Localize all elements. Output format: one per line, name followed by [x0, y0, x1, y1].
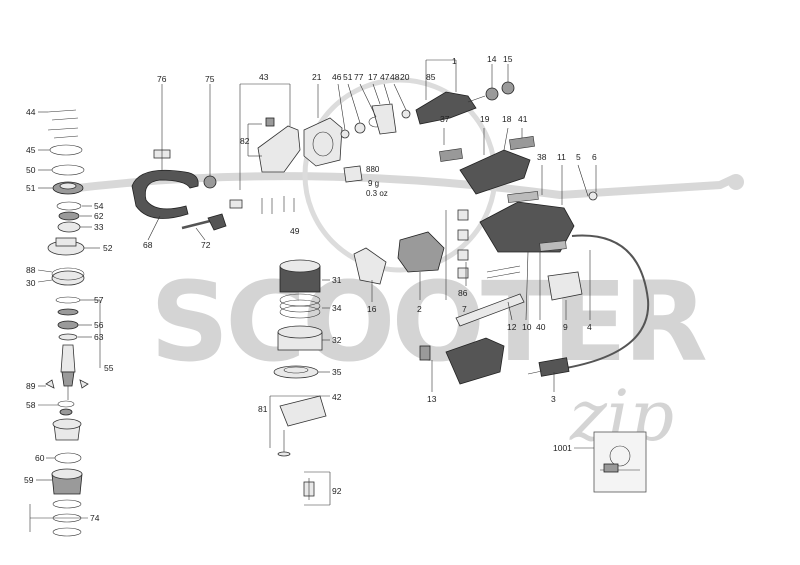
callout-label: 11 [557, 152, 566, 162]
callout-label: 75 [205, 74, 215, 84]
callout-label: 9 [563, 322, 568, 332]
callout-label: 10 [522, 322, 532, 332]
callout-label: 54 [94, 201, 104, 211]
callout-label: 50 [26, 165, 36, 175]
callout-label: 51 [26, 183, 36, 193]
callout-label: 31 [332, 275, 342, 285]
handle-assembly [131, 142, 243, 231]
callout-label: 57 [94, 295, 104, 305]
callout-label: 19 [480, 114, 490, 124]
detail-inset [593, 431, 647, 493]
callout-label: 63 [94, 332, 104, 342]
callout-label: 42 [332, 392, 342, 402]
callout-label: 34 [332, 303, 342, 313]
callout-label: 43 [259, 72, 269, 82]
watermark-brand: SCOOTER [150, 258, 706, 386]
callout-label: 81 [258, 404, 268, 414]
callout-label: 38 [537, 152, 547, 162]
callout-label: 58 [26, 400, 36, 410]
callout-label: 72 [201, 240, 211, 250]
callout-label: 49 [290, 226, 300, 236]
leader-lines [29, 59, 597, 532]
callout-label: 7 [462, 304, 467, 314]
callout-label: 46 [332, 72, 342, 82]
callout-label: 1001 [553, 443, 572, 453]
spindle-assembly [45, 109, 89, 537]
motor-assembly [353, 136, 650, 385]
callout-label: 2 [417, 304, 422, 314]
callout-label: 18 [502, 114, 512, 124]
callout-label: 52 [103, 243, 113, 253]
callout-label: 77 [354, 72, 364, 82]
callout-label: 17 [368, 72, 378, 82]
callout-label: 74 [90, 513, 100, 523]
callout-label: 14 [487, 54, 497, 64]
callout-label: 51 [343, 72, 353, 82]
callout-label: 5 [576, 152, 581, 162]
callout-label: 1 [452, 56, 457, 66]
callout-label: 32 [332, 335, 342, 345]
callout-label: 89 [26, 381, 36, 391]
callout-label: 88 [26, 265, 36, 275]
weight-note-code: 880 [366, 165, 380, 174]
callout-label: 55 [104, 363, 114, 373]
callout-label: 21 [312, 72, 322, 82]
gear-housing-assembly [257, 81, 515, 214]
backing-pad-assembly [273, 259, 327, 500]
callout-label: 44 [26, 107, 36, 117]
callout-label: 37 [440, 114, 450, 124]
callout-label: 16 [367, 304, 377, 314]
callout-label: 35 [332, 367, 342, 377]
callout-label: 45 [26, 145, 36, 155]
callout-label: 4 [587, 322, 592, 332]
callout-label: 62 [94, 211, 104, 221]
callout-label: 56 [94, 320, 104, 330]
callout-label: 20 [400, 72, 410, 82]
callout-label: 15 [503, 54, 513, 64]
callout-labels: 1 2 3 4 5 6 7 9 10 11 12 13 14 15 16 17 … [24, 54, 597, 523]
callout-label: 85 [426, 72, 436, 82]
weight-note-grams: 9 g [368, 179, 379, 188]
watermark: SCOOTER zip [59, 77, 744, 457]
callout-label: 60 [35, 453, 45, 463]
callout-label: 86 [458, 288, 468, 298]
weight-note-ounces: 0.3 oz [366, 189, 388, 198]
callout-label: 30 [26, 278, 36, 288]
callout-label: 13 [427, 394, 437, 404]
weight-note: 880 9 g 0.3 oz [366, 165, 388, 198]
callout-label: 92 [332, 486, 342, 496]
callout-label: 12 [507, 322, 517, 332]
callout-label: 76 [157, 74, 167, 84]
callout-label: 82 [240, 136, 250, 146]
callout-label: 41 [518, 114, 528, 124]
callout-label: 6 [592, 152, 597, 162]
callout-label: 59 [24, 475, 34, 485]
callout-label: 68 [143, 240, 153, 250]
callout-label: 48 [390, 72, 400, 82]
callout-label: 47 [380, 72, 390, 82]
callout-label: 33 [94, 222, 104, 232]
callout-label: 40 [536, 322, 546, 332]
callout-label: 3 [551, 394, 556, 404]
